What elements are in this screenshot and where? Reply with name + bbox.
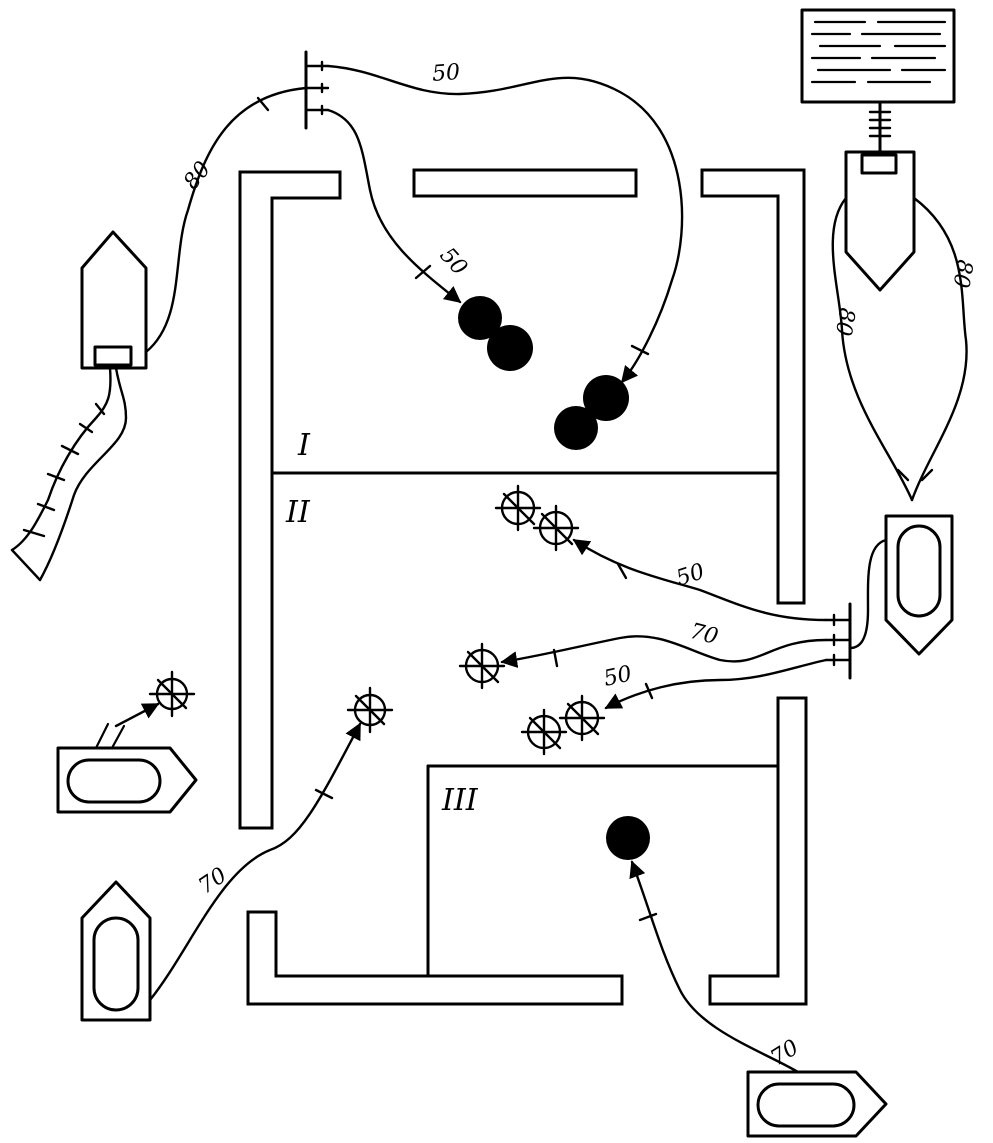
hose-manifold-to-zone-II-a (572, 538, 828, 622)
fire-truck-bottom-left (80, 880, 152, 1022)
fire-seat-zone-I-right (554, 375, 629, 450)
hose-length-label-80-right-a: 80 (830, 306, 859, 338)
hose-length-label-50-mid-b: 50 (602, 662, 635, 692)
hose-manifold-to-zone-II-b (500, 635, 828, 668)
hose-bottom-right-truck-to-fire (629, 860, 800, 1074)
fire-truck-top-left (80, 230, 148, 370)
fire-truck-top-right (844, 150, 916, 292)
building-walls (238, 168, 808, 1006)
hose-ladder-truck-to-target (114, 702, 160, 728)
hose-length-label-80-right-b: 80 (947, 258, 976, 290)
fire-seat-zone-I-left (458, 296, 533, 371)
hose-right-80-left (831, 196, 914, 502)
hose-length-label-70-bottom-right: 70 (766, 1035, 803, 1071)
zone-label-III: III (441, 783, 479, 818)
fire-truck-right-middle (884, 514, 954, 656)
nozzle-target-zone-II-middle (458, 642, 506, 690)
manifold-top (304, 50, 330, 130)
hose-manifold-to-zone-II-c (604, 658, 828, 710)
nozzle-target-zone-II-top (494, 484, 580, 552)
fire-truck-left-ladder (56, 722, 198, 814)
fire-truck-bottom-right (746, 1070, 888, 1138)
manifold-right (824, 602, 852, 680)
wall-bottom-left (246, 910, 624, 1006)
hose-manifold-to-fire-left (326, 108, 462, 304)
hose-right-truck-to-manifold (848, 538, 888, 650)
zone-label-II: II (285, 495, 311, 530)
zone-label-I: I (297, 428, 311, 463)
hose-tl-truck-to-manifold (144, 86, 308, 354)
suction-hose-top-left (10, 366, 128, 582)
hose-length-label-80-top: 80 (179, 157, 216, 194)
wall-right-lower (708, 696, 808, 1006)
hose-bottom-left-truck-to-target (148, 722, 362, 1002)
nozzle-target-exterior-ladder (148, 670, 196, 718)
nozzle-target-zone-II-bottom (520, 694, 606, 756)
fire-seat-zone-III (606, 816, 650, 860)
hose-length-label-70-bottom-left: 70 (194, 863, 231, 899)
nozzle-target-exterior-left-wall (346, 686, 394, 734)
water-tank (800, 8, 956, 154)
hose-length-label-50-top: 50 (431, 60, 461, 87)
wall-right-upper (700, 168, 806, 605)
wall-left (238, 170, 342, 830)
hose-manifold-to-fire-right (326, 64, 684, 384)
wall-top-middle (412, 168, 638, 198)
hose-right-80-right (910, 196, 968, 502)
hose-length-label-50-mid: 50 (673, 559, 707, 591)
hose-length-label-50-short: 50 (435, 243, 472, 281)
hose-length-label-70-mid: 70 (687, 619, 720, 650)
